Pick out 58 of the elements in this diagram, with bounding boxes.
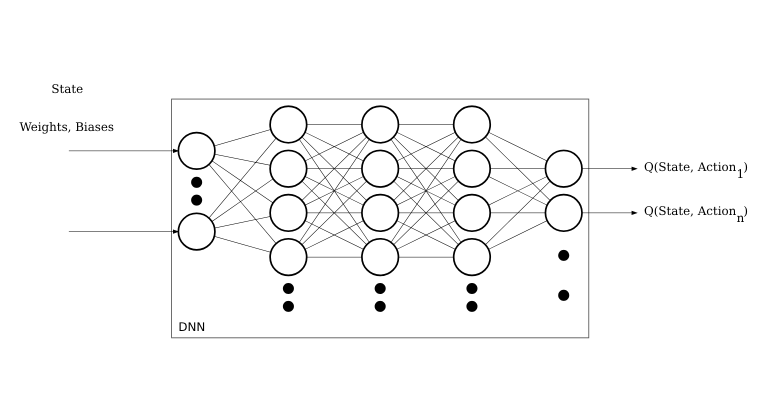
connector: [485, 136, 550, 200]
connector: [394, 180, 458, 244]
connector: [305, 132, 364, 161]
node-circle: [452, 237, 492, 276]
connector: [208, 164, 276, 244]
arrow: [582, 166, 638, 170]
node-dot: [466, 282, 478, 294]
node-circle: [452, 193, 492, 232]
connector: [214, 216, 270, 228]
connector: [212, 178, 274, 222]
label: State: [51, 81, 84, 96]
node-dot: [558, 249, 570, 260]
node-circle: [361, 104, 400, 144]
node-dot: [374, 282, 386, 294]
connector: [214, 236, 271, 252]
connector: [306, 212, 362, 213]
node-circle: [178, 131, 216, 170]
connector: [398, 212, 454, 213]
connector: [214, 154, 270, 166]
node-circle: [178, 212, 216, 250]
connector: [302, 180, 367, 244]
connector: [390, 138, 462, 242]
connector: [305, 176, 364, 205]
node-dot: [282, 300, 294, 312]
connector: [208, 138, 276, 218]
node-circle: [361, 193, 400, 232]
node-circle: [452, 149, 492, 188]
node-dot: [558, 289, 570, 300]
node-circle: [544, 149, 583, 188]
node-circle: [544, 193, 583, 232]
arrow: [582, 210, 638, 215]
connector: [396, 132, 456, 161]
node-circle: [269, 149, 308, 188]
connector: [485, 180, 550, 244]
connector: [490, 212, 546, 213]
connector: [212, 160, 274, 202]
node-dot: [282, 282, 294, 294]
connector: [214, 128, 271, 146]
arrow: [68, 228, 180, 234]
node-circle: [269, 193, 308, 232]
node-circle: [452, 104, 492, 144]
connector: [299, 138, 370, 242]
connector: [396, 176, 456, 205]
connector: [398, 256, 454, 257]
node-circle: [361, 237, 400, 276]
label: Weights, Biases: [19, 120, 114, 134]
arrow: [68, 148, 180, 153]
connector: [488, 132, 548, 161]
node-circle: [269, 237, 308, 276]
node-dot: [374, 300, 386, 312]
connector: [306, 256, 362, 257]
node-circle: [269, 104, 308, 144]
node-circle: [361, 149, 400, 188]
connector: [488, 176, 548, 205]
connector: [488, 220, 548, 249]
node-dot: [191, 194, 202, 206]
node-dot: [466, 300, 478, 312]
node-dot: [191, 176, 202, 188]
